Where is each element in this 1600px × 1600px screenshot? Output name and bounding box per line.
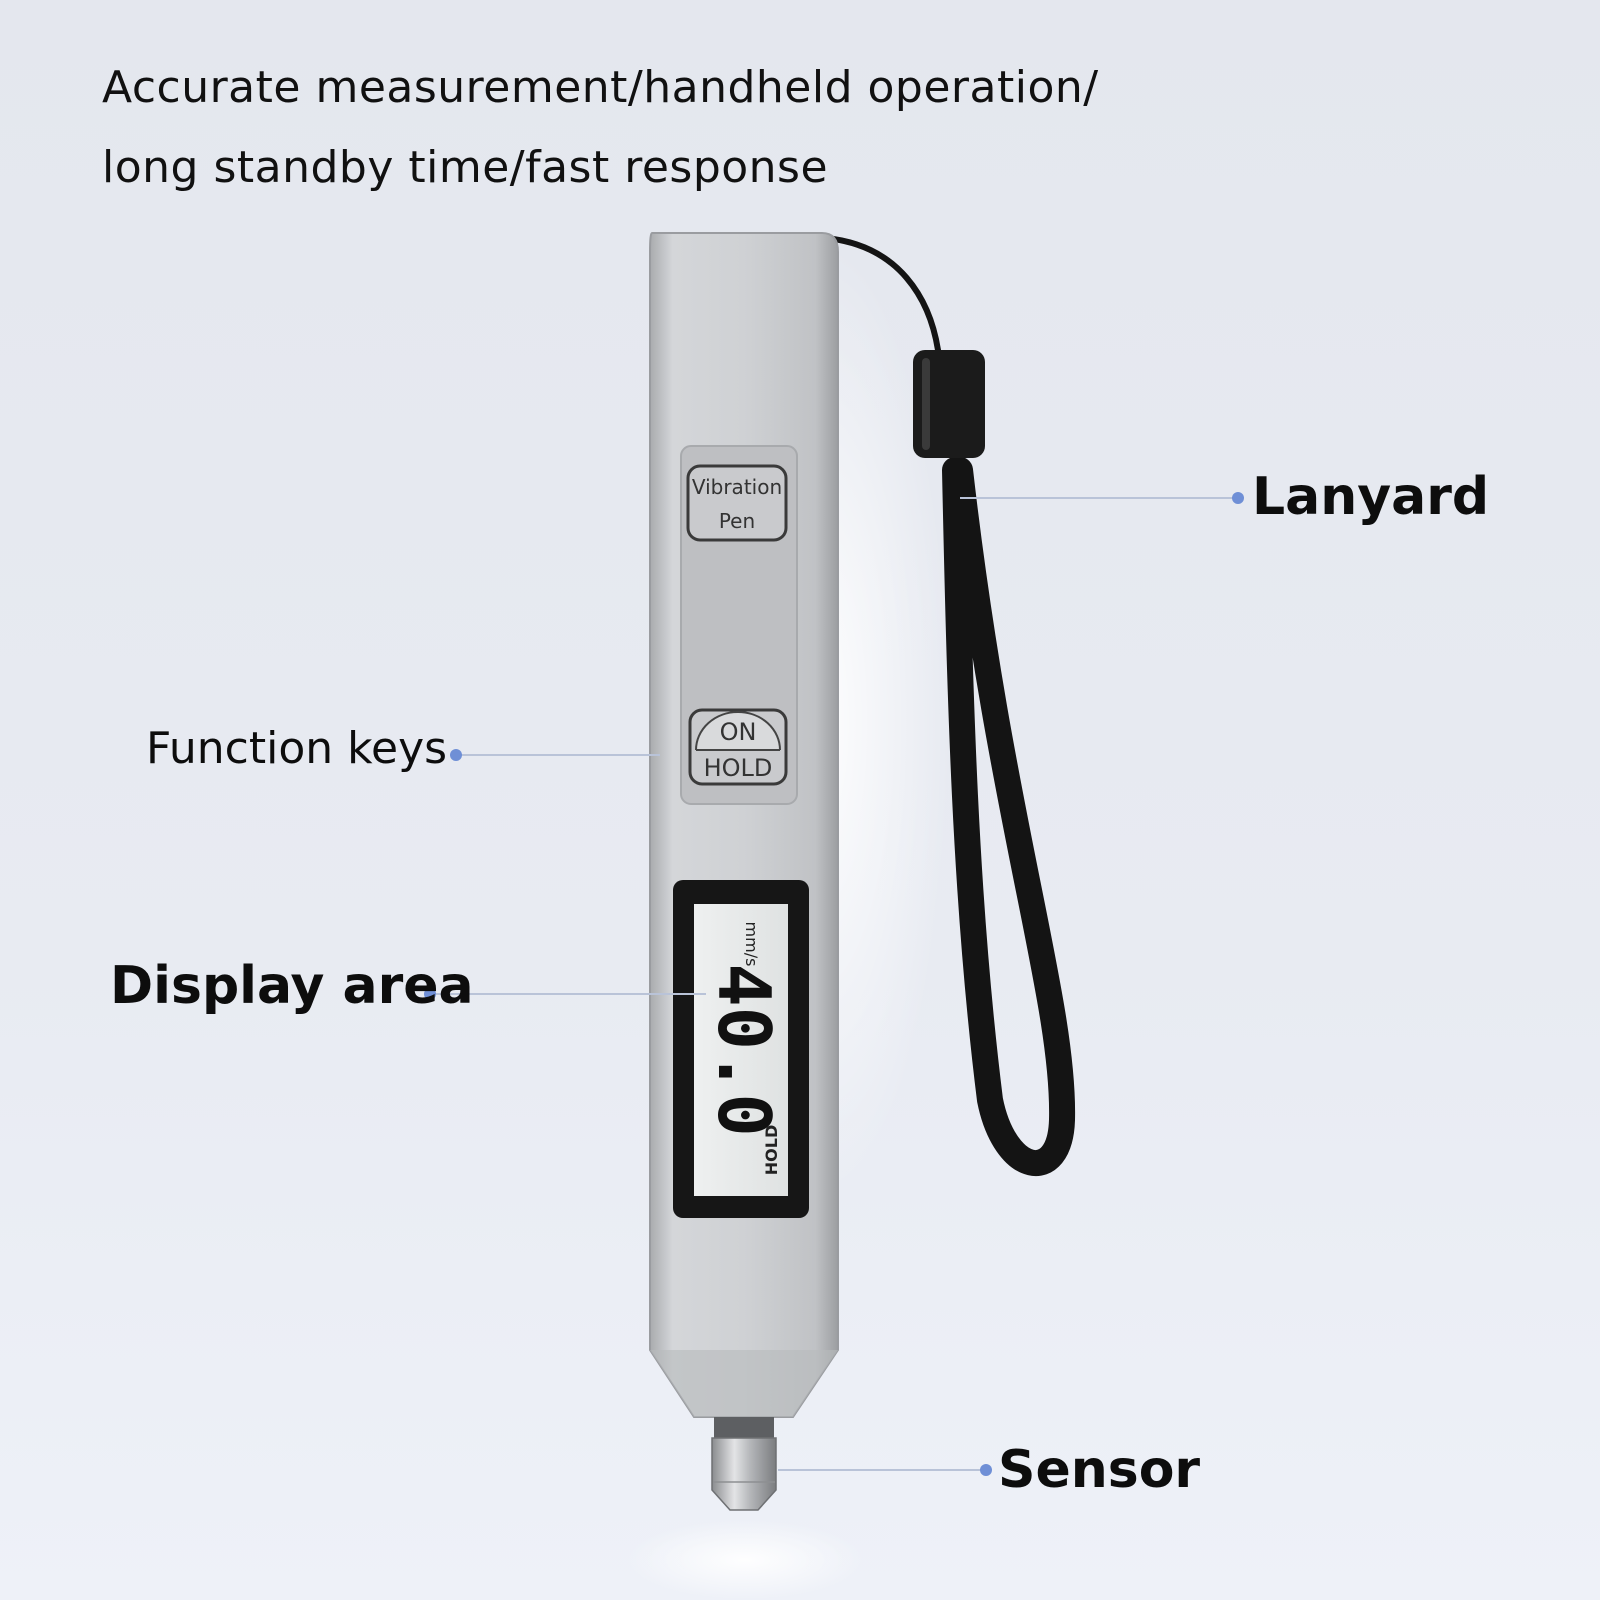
callout-display-area-label: Display area — [110, 956, 474, 1016]
sensor-collar — [714, 1417, 774, 1439]
brand-name-line-2: Pen — [719, 509, 755, 533]
button-label-hold: HOLD — [704, 754, 773, 782]
brand-plate — [686, 464, 788, 542]
lanyard-clip — [913, 350, 985, 458]
sensor-probe — [711, 1437, 777, 1511]
headline-line-2: long standby time/fast response — [102, 142, 829, 193]
brand-name-line-1: Vibration — [692, 475, 782, 499]
callout-lanyard-label: Lanyard — [1252, 467, 1490, 527]
callout-function-keys-label: Function keys — [146, 723, 448, 774]
function-keys-callout-dot — [450, 749, 462, 761]
display-reading: 40.0 — [702, 963, 786, 1136]
callout-sensor-label: Sensor — [998, 1440, 1201, 1500]
display-area-callout-dot — [424, 988, 436, 1000]
lanyard-callout-dot — [1232, 492, 1244, 504]
callout-lines — [430, 497, 1236, 1471]
display-unit: mm/s — [742, 922, 761, 967]
headline-line-1: Accurate measurement/handheld operation/ — [102, 62, 1099, 113]
on-hold-button[interactable]: ON HOLD — [688, 708, 788, 786]
lanyard-cord — [822, 235, 941, 353]
display-mode: HOLD — [762, 1125, 781, 1175]
button-label-on: ON — [720, 718, 757, 746]
pen-body — [649, 232, 839, 1418]
lcd-screen — [694, 904, 788, 1196]
sensor-callout-dot — [980, 1464, 992, 1476]
callout-dots — [424, 492, 1244, 1476]
tip-reflection — [625, 1520, 865, 1600]
lanyard-strap — [942, 457, 1076, 1176]
lanyard — [822, 235, 1076, 1176]
